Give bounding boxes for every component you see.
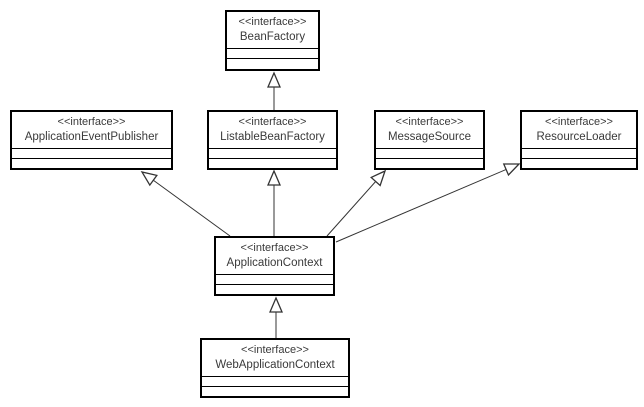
class-box-beanfactory: <<interface>> BeanFactory [225,10,320,71]
stereotype-label: <<interface>> [241,344,309,356]
operations-compartment [522,159,636,168]
stereotype-label: <<interface>> [395,116,464,128]
attributes-compartment [522,149,636,159]
stereotype-label: <<interface>> [238,16,307,28]
class-name-label: ResourceLoader [536,131,622,143]
generalization-applicationcontext-to-messagesource [326,171,385,237]
class-box-listablebeanfactory: <<interface>> ListableBeanFactory [207,110,338,170]
class-name-compartment: <<interface>> BeanFactory [227,12,318,49]
class-name-label: MessageSource [387,131,472,143]
class-box-messagesource: <<interface>> MessageSource [374,110,485,170]
class-name-label: BeanFactory [239,31,306,43]
stereotype-label: <<interface>> [545,116,613,128]
operations-compartment [376,159,483,168]
class-name-label: ListableBeanFactory [220,131,325,143]
class-box-resourceloader: <<interface>> ResourceLoader [520,110,638,170]
attributes-compartment [216,275,333,285]
class-name-label: WebApplicationContext [215,359,335,371]
generalization-applicationcontext-to-resourceloader [335,164,519,243]
generalization-applicationcontext-to-applicationeventpublisher [142,172,231,237]
class-name-compartment: <<interface>> MessageSource [376,112,483,149]
class-box-applicationcontext: <<interface>> ApplicationContext [214,236,335,296]
attributes-compartment [209,149,336,159]
class-box-applicationeventpublisher: <<interface>> ApplicationEventPublisher [10,110,173,170]
operations-compartment [12,159,171,168]
stereotype-label: <<interface>> [57,116,126,128]
operations-compartment [209,159,336,168]
attributes-compartment [12,149,171,159]
class-name-compartment: <<interface>> ApplicationContext [216,238,333,275]
operations-compartment [216,285,333,294]
attributes-compartment [202,377,348,387]
stereotype-label: <<interface>> [238,116,307,128]
operations-compartment [202,387,348,396]
class-name-label: ApplicationEventPublisher [24,131,159,143]
stereotype-label: <<interface>> [240,242,309,254]
class-name-label: ApplicationContext [226,257,323,269]
operations-compartment [227,59,318,69]
class-name-compartment: <<interface>> ApplicationEventPublisher [12,112,171,149]
attributes-compartment [376,149,483,159]
class-name-compartment: <<interface>> ResourceLoader [522,112,636,149]
class-box-webapplicationcontext: <<interface>> WebApplicationContext [200,338,350,398]
class-name-compartment: <<interface>> ListableBeanFactory [209,112,336,149]
attributes-compartment [227,49,318,59]
class-name-compartment: <<interface>> WebApplicationContext [202,340,348,377]
